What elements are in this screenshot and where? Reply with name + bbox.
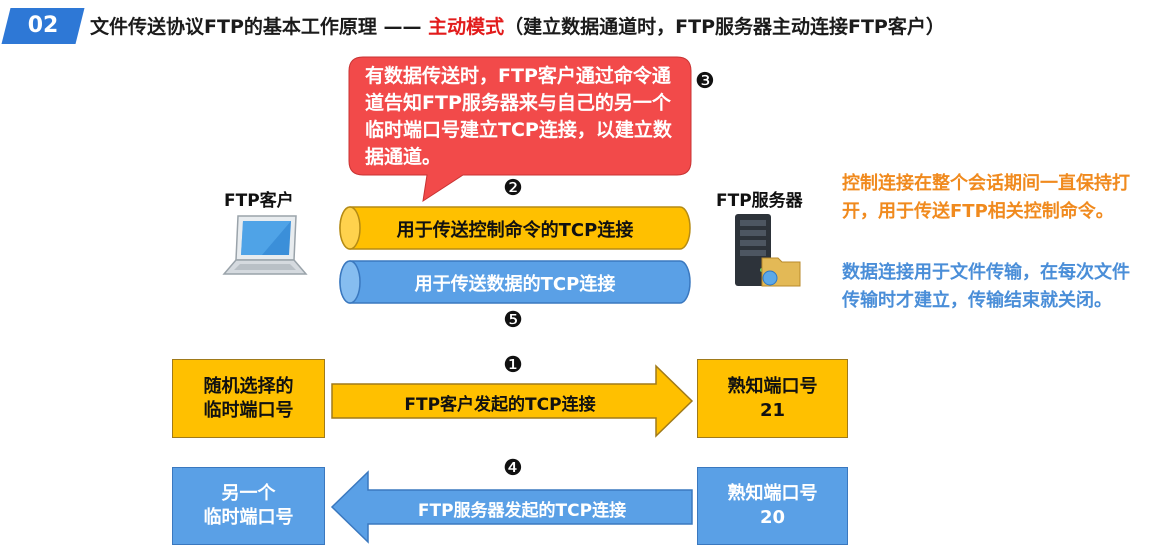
client-other-temp-port-box: 另一个 临时端口号 <box>172 467 325 545</box>
data-connection-note: 数据连接用于文件传输，在每次文件传输时才建立，传输结束就关闭。 <box>842 262 1130 311</box>
server-icon <box>735 214 801 287</box>
control-pipe <box>339 206 691 250</box>
client-temp-port-box: 随机选择的 临时端口号 <box>172 359 325 438</box>
laptop-icon <box>222 215 308 275</box>
control-connection-note: 控制连接在整个会话期间一直保持打开，用于传送FTP相关控制命令。 <box>842 173 1130 222</box>
server-port-21-name: 熟知端口号 <box>727 375 818 397</box>
page-title: 文件传送协议FTP的基本工作原理 —— 主动模式（建立数据通道时，FTP服务器主… <box>90 12 945 42</box>
step-1-marker: ❶ <box>503 353 523 378</box>
data-pipe-label: 用于传送数据的TCP连接 <box>414 274 616 295</box>
server-port-20-box: 熟知端口号 20 <box>697 467 848 545</box>
data-pipe <box>339 260 691 304</box>
client-initiated-arrow <box>331 364 694 438</box>
server-port-20-number: 20 <box>759 507 786 528</box>
step-3-marker: ❸ <box>695 69 715 94</box>
server-port-20-name: 熟知端口号 <box>727 483 818 504</box>
server-label: FTP服务器 <box>716 191 803 211</box>
server-port-21-number: 21 <box>759 399 786 421</box>
server-port-21-box: 熟知端口号 21 <box>697 359 848 438</box>
section-number: 02 <box>27 13 59 38</box>
control-pipe-label: 用于传送控制命令的TCP连接 <box>396 220 634 241</box>
step-2-marker: ❷ <box>503 176 523 201</box>
client-label: FTP客户 <box>224 191 294 211</box>
title-note: （建立数据通道时，FTP服务器主动连接FTP客户） <box>504 16 945 38</box>
step-5-marker: ❺ <box>503 308 523 333</box>
callout-text: 有数据传送时，FTP客户通过命令通道告知FTP服务器来与自己的另一个临时端口号建… <box>365 65 672 168</box>
server-initiated-label: FTP服务器发起的TCP连接 <box>417 501 627 521</box>
callout-bubble <box>348 56 692 203</box>
server-initiated-arrow <box>330 470 693 544</box>
client-initiated-label: FTP客户发起的TCP连接 <box>404 395 596 415</box>
title-main: 文件传送协议FTP的基本工作原理 —— <box>90 16 429 38</box>
step-4-marker: ❹ <box>503 456 523 481</box>
title-mode: 主动模式 <box>428 16 505 38</box>
